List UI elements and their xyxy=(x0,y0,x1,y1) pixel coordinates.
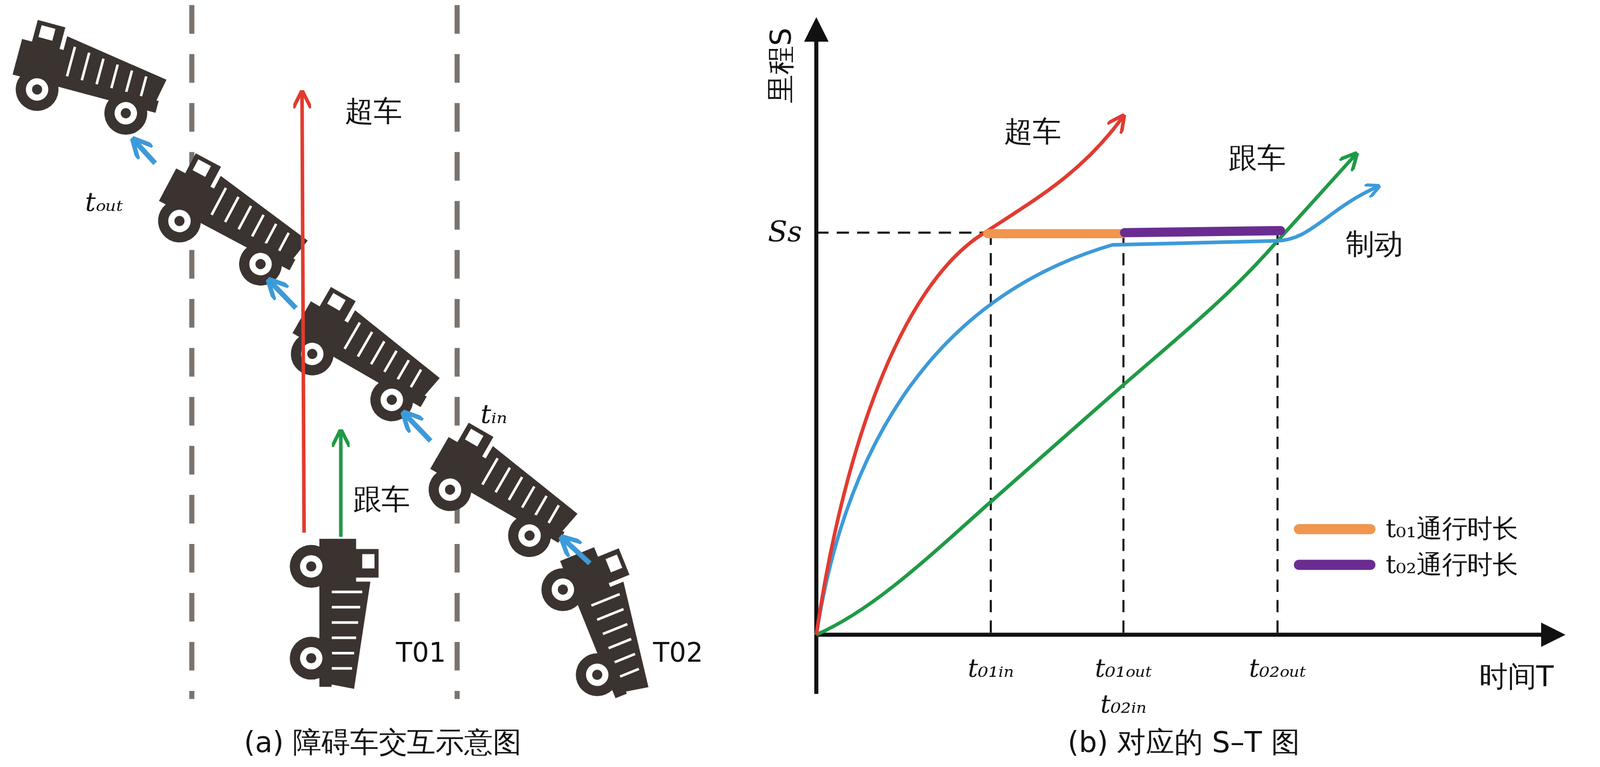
maneuver-label: 超车 xyxy=(344,96,403,128)
guide-line xyxy=(989,232,992,634)
legend-swatch xyxy=(1293,523,1376,535)
guide-line xyxy=(816,231,986,234)
dump-truck xyxy=(289,538,379,689)
guide-line xyxy=(1276,232,1279,634)
time-label: tᵢₙ xyxy=(480,399,507,429)
legend-entry: t₀₂通行时长 xyxy=(1293,547,1519,582)
lane-line xyxy=(454,5,461,700)
lane-line xyxy=(189,5,195,700)
dump-truck xyxy=(532,538,672,712)
truck-id: T02 xyxy=(652,638,703,668)
dump-truck xyxy=(415,417,590,570)
truck-id: T01 xyxy=(395,638,446,668)
curve-label: 超车 xyxy=(1003,116,1062,148)
overtake-arrow xyxy=(302,93,305,533)
t02-pass-band xyxy=(1124,230,1281,233)
tick-label: t₀₂ᵢₙ xyxy=(1100,689,1147,718)
time-label: tₒᵤₜ xyxy=(84,187,123,217)
t01-pass-band xyxy=(987,229,1123,239)
legend-text: t₀₁通行时长 xyxy=(1385,511,1519,546)
legend-entry: t₀₁通行时长 xyxy=(1293,511,1519,546)
brake-curve xyxy=(816,186,1378,635)
path-arrow xyxy=(270,281,296,309)
path-arrow xyxy=(405,414,431,441)
path-arrow xyxy=(563,538,590,564)
tick-label: t₀₁ᵢₙ xyxy=(967,654,1014,683)
guide-line xyxy=(1122,232,1125,634)
path-arrow xyxy=(134,140,156,164)
legend-swatch xyxy=(1293,559,1376,570)
overtake-curve xyxy=(816,117,1123,635)
tick-label: t₀₁ₒᵤₜ xyxy=(1095,654,1152,683)
time-axis xyxy=(816,632,1546,637)
tick-label: t₀₂ₒᵤₜ xyxy=(1248,654,1306,683)
axis-title: 时间T xyxy=(1479,661,1554,693)
follow-arrow xyxy=(339,432,343,537)
axis-value: Ss xyxy=(767,216,803,248)
subfigure-caption: (a) 障碍车交互示意图 xyxy=(243,727,522,759)
maneuver-label: 跟车 xyxy=(353,484,411,516)
curve-label: 跟车 xyxy=(1228,143,1286,175)
subfigure-caption: (b) 对应的 S–T 图 xyxy=(1067,727,1300,759)
distance-axis xyxy=(814,36,819,694)
follow-curve xyxy=(816,155,1356,635)
curve-label: 制动 xyxy=(1345,229,1404,261)
dump-truck xyxy=(4,17,173,142)
dump-truck xyxy=(144,148,319,298)
axis-title: 里程S xyxy=(765,27,798,104)
legend-text: t₀₂通行时长 xyxy=(1385,547,1519,582)
